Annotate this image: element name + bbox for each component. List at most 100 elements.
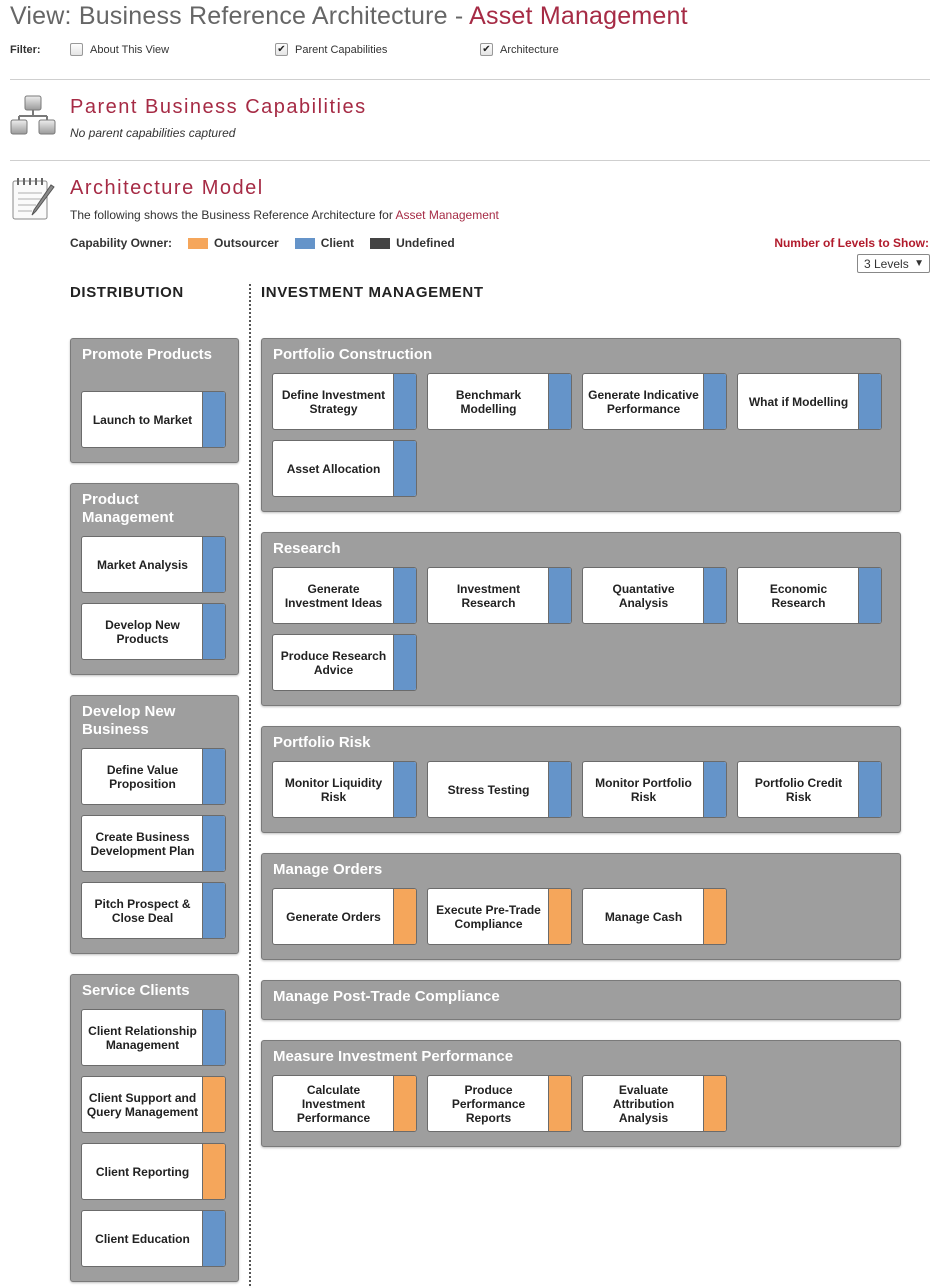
parent-capabilities-checkbox[interactable]: ✔ (275, 43, 288, 56)
owner-bar (548, 1076, 571, 1131)
capability-client-relationship-management[interactable]: Client Relationship Management (81, 1009, 226, 1066)
group-measure-investment-performance: Measure Investment Performance Calculate… (261, 1040, 901, 1147)
levels-select[interactable]: 3 Levels ▼ (857, 254, 930, 273)
owner-bar (703, 374, 726, 429)
capability-label: Calculate Investment Performance (296, 1082, 371, 1125)
capability-label: Portfolio Credit Risk (754, 775, 843, 804)
capability-benchmark-modelling[interactable]: Benchmark Modelling (427, 373, 572, 430)
column-divider (249, 284, 251, 1286)
capability-label: Stress Testing (447, 782, 530, 797)
legend-undefined: Undefined (370, 236, 455, 250)
owner-bar (393, 635, 416, 690)
owner-bar (202, 604, 225, 659)
owner-bar (202, 883, 225, 938)
capability-define-value-proposition[interactable]: Define Value Proposition (81, 748, 226, 805)
group-title: Manage Orders (273, 861, 383, 878)
capability-label: Generate Investment Ideas (284, 581, 383, 610)
owner-bar (548, 889, 571, 944)
about-this-view-checkbox[interactable] (70, 43, 83, 56)
legend-outsourcer: Outsourcer (188, 236, 279, 250)
parent-capabilities-title: Parent Business Capabilities (70, 96, 367, 118)
filter-parent-capabilities[interactable]: ✔ Parent Capabilities (275, 43, 387, 56)
capability-client-education[interactable]: Client Education (81, 1210, 226, 1267)
owner-bar (202, 1211, 225, 1266)
owner-bar (202, 749, 225, 804)
capability-label: Client Education (95, 1231, 190, 1246)
outsourcer-swatch (188, 237, 209, 249)
group-title: Develop New Business (82, 703, 176, 738)
capability-label: Create Business Development Plan (90, 829, 195, 858)
owner-bar (858, 568, 881, 623)
group-manage-post-trade-compliance[interactable]: Manage Post-Trade Compliance (261, 980, 901, 1020)
capability-label: Pitch Prospect & Close Deal (94, 896, 191, 925)
group-title: Portfolio Construction (273, 346, 433, 363)
capability-monitor-portfolio-risk[interactable]: Monitor Portfolio Risk (582, 761, 727, 818)
notepad-pencil-icon (12, 178, 55, 220)
group-title: Product Management (82, 491, 174, 526)
capability-define-investment-strategy[interactable]: Define Investment Strategy (272, 373, 417, 430)
title-prefix: View: Business Reference Architecture - (10, 2, 470, 30)
group-title: Research (273, 540, 341, 557)
capability-what-if-modelling[interactable]: What if Modelling (737, 373, 882, 430)
capability-calculate-investment-performance[interactable]: Calculate Investment Performance (272, 1075, 417, 1132)
asset-management-link[interactable]: Asset Management (395, 208, 499, 222)
capability-client-reporting[interactable]: Client Reporting (81, 1143, 226, 1200)
group-portfolio-risk: Portfolio Risk Monitor Liquidity Risk St… (261, 726, 901, 833)
capability-manage-cash[interactable]: Manage Cash (582, 888, 727, 945)
capability-economic-research[interactable]: Economic Research (737, 567, 882, 624)
capability-develop-new-products[interactable]: Develop New Products (81, 603, 226, 660)
architecture-description: The following shows the Business Referen… (70, 208, 499, 222)
legend-outsourcer-label: Outsourcer (214, 236, 279, 250)
group-title: Portfolio Risk (273, 734, 371, 751)
group-develop-new-business: Develop New Business Define Value Propos… (70, 695, 239, 954)
capability-label: Market Analysis (97, 557, 188, 572)
capability-execute-pre-trade-compliance[interactable]: Execute Pre-Trade Compliance (427, 888, 572, 945)
capability-quantative-analysis[interactable]: Quantative Analysis (582, 567, 727, 624)
owner-bar (858, 374, 881, 429)
hierarchy-icon (10, 95, 56, 135)
capability-produce-performance-reports[interactable]: Produce Performance Reports (427, 1075, 572, 1132)
capability-label: Quantative Analysis (612, 581, 675, 610)
capability-monitor-liquidity-risk[interactable]: Monitor Liquidity Risk (272, 761, 417, 818)
filter-architecture[interactable]: ✔ Architecture (480, 43, 559, 56)
capability-stress-testing[interactable]: Stress Testing (427, 761, 572, 818)
capability-generate-orders[interactable]: Generate Orders (272, 888, 417, 945)
capability-label: Develop New Products (105, 617, 180, 646)
filter-about-this-view[interactable]: About This View (70, 43, 169, 56)
architecture-model-title: Architecture Model (70, 177, 264, 199)
capability-label: Generate Indicative Performance (588, 387, 699, 416)
capability-evaluate-attribution-analysis[interactable]: Evaluate Attribution Analysis (582, 1075, 727, 1132)
capability-label: Monitor Portfolio Risk (595, 775, 692, 804)
capability-generate-indicative-performance[interactable]: Generate Indicative Performance (582, 373, 727, 430)
owner-bar (703, 568, 726, 623)
capability-label: What if Modelling (748, 394, 849, 409)
capability-generate-investment-ideas[interactable]: Generate Investment Ideas (272, 567, 417, 624)
capability-investment-research[interactable]: Investment Research (427, 567, 572, 624)
capability-portfolio-credit-risk[interactable]: Portfolio Credit Risk (737, 761, 882, 818)
capability-client-support-query-management[interactable]: Client Support and Query Management (81, 1076, 226, 1133)
capability-asset-allocation[interactable]: Asset Allocation (272, 440, 417, 497)
capability-label: Client Relationship Management (88, 1023, 197, 1052)
group-manage-orders: Manage Orders Generate Orders Execute Pr… (261, 853, 901, 960)
client-swatch (294, 237, 315, 249)
capability-market-analysis[interactable]: Market Analysis (81, 536, 226, 593)
capability-label: Define Investment Strategy (281, 387, 386, 416)
page-title: View: Business Reference Architecture - … (10, 2, 688, 31)
filter-label: Filter: (10, 44, 41, 56)
capability-produce-research-advice[interactable]: Produce Research Advice (272, 634, 417, 691)
capability-label: Client Support and Query Management (86, 1090, 199, 1119)
owner-bar (393, 889, 416, 944)
capability-launch-to-market[interactable]: Launch to Market (81, 391, 226, 448)
owner-bar (202, 1077, 225, 1132)
capability-label: Monitor Liquidity Risk (284, 775, 383, 804)
group-product-management: Product Management Market Analysis Devel… (70, 483, 239, 675)
owner-bar (202, 537, 225, 592)
capability-label: Produce Performance Reports (451, 1082, 526, 1125)
architecture-checkbox[interactable]: ✔ (480, 43, 493, 56)
capability-pitch-prospect-close-deal[interactable]: Pitch Prospect & Close Deal (81, 882, 226, 939)
owner-bar (548, 568, 571, 623)
capability-create-business-development-plan[interactable]: Create Business Development Plan (81, 815, 226, 872)
group-service-clients: Service Clients Client Relationship Mana… (70, 974, 239, 1282)
group-portfolio-construction: Portfolio Construction Define Investment… (261, 338, 901, 512)
owner-bar (393, 441, 416, 496)
